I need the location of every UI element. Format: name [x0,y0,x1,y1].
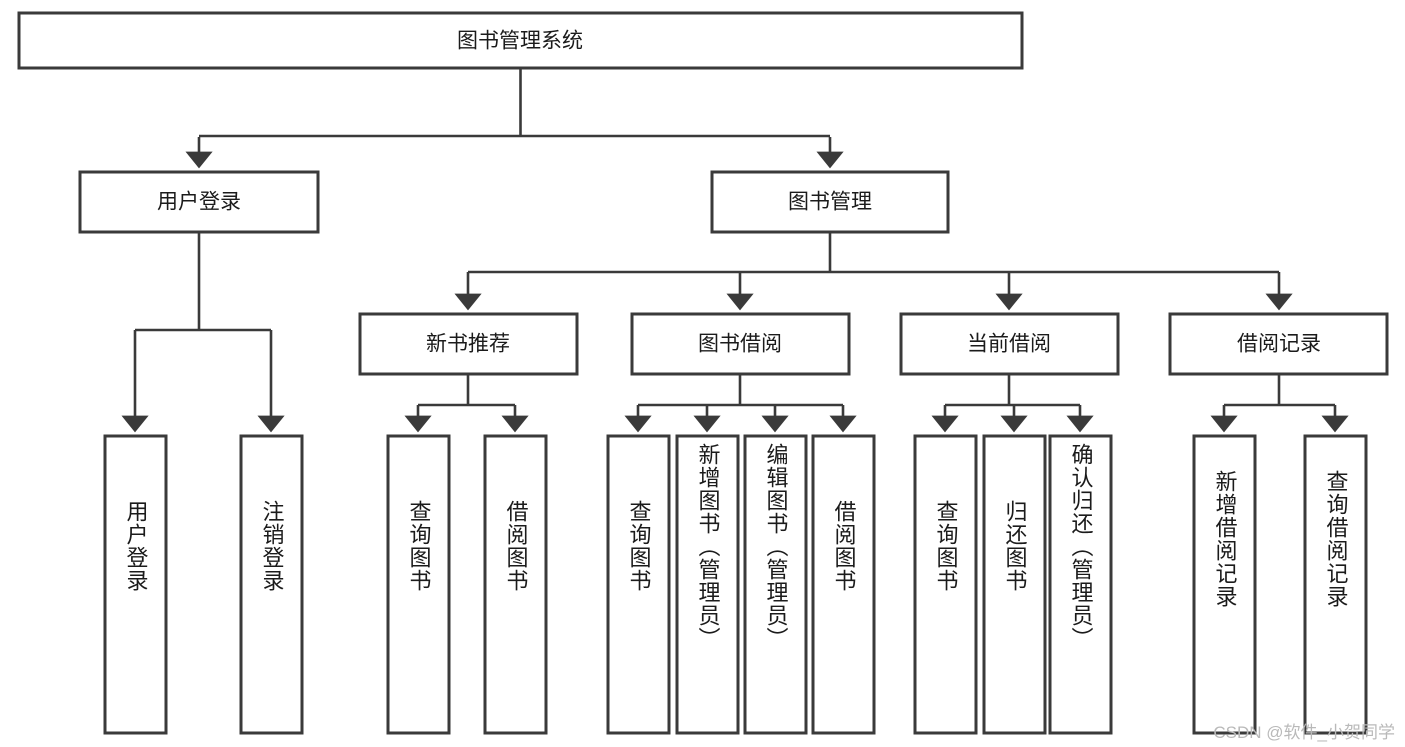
connector-root-to-level1 [185,68,844,169]
node-book-manage[interactable]: 图书管理 [710,170,950,234]
leaf-box-record-2[interactable] [1303,434,1368,735]
connector-userlogin-to-leaves [121,232,285,433]
leaf-box-new-book-1[interactable] [386,434,451,735]
leaf-box-current-1[interactable] [913,434,978,735]
connector-bookborrow-to-leaves [624,374,857,433]
node-new-book-rec[interactable]: 新书推荐 [358,312,579,376]
leaf-box-borrow-1[interactable] [606,434,671,735]
connector-borrowrecord-to-leaves [1210,374,1349,433]
node-current-borrow[interactable]: 当前借阅 [899,312,1120,376]
node-book-borrow-label: 图书借阅 [698,333,782,356]
node-user-login-label: 用户登录 [157,191,241,214]
connector-newbook-to-leaves [404,374,529,433]
connector-bookmanage-to-level2 [454,232,1293,311]
node-book-manage-label: 图书管理 [788,191,872,214]
node-borrow-record[interactable]: 借阅记录 [1168,312,1389,376]
leaf-box-borrow-2[interactable] [675,434,740,735]
leaf-box-user-login-1[interactable] [103,434,168,735]
node-user-login[interactable]: 用户登录 [78,170,320,234]
watermark-text: CSDN @软件_小贺同学 [1213,723,1395,742]
leaf-box-current-3[interactable] [1048,434,1113,735]
leaf-box-borrow-3[interactable] [743,434,808,735]
node-book-borrow[interactable]: 图书借阅 [630,312,851,376]
leaf-box-user-login-2[interactable] [239,434,304,735]
leaf-box-record-1[interactable] [1192,434,1257,735]
node-root-label: 图书管理系统 [457,30,583,53]
node-current-borrow-label: 当前借阅 [967,333,1051,356]
leaf-box-borrow-4[interactable] [811,434,876,735]
node-new-book-rec-label: 新书推荐 [426,333,510,356]
node-root[interactable]: 图书管理系统 [17,11,1024,70]
connector-currentborrow-to-leaves [931,374,1094,433]
leaf-box-new-book-2[interactable] [483,434,548,735]
leaf-box-current-2[interactable] [982,434,1047,735]
node-borrow-record-label: 借阅记录 [1237,333,1321,356]
